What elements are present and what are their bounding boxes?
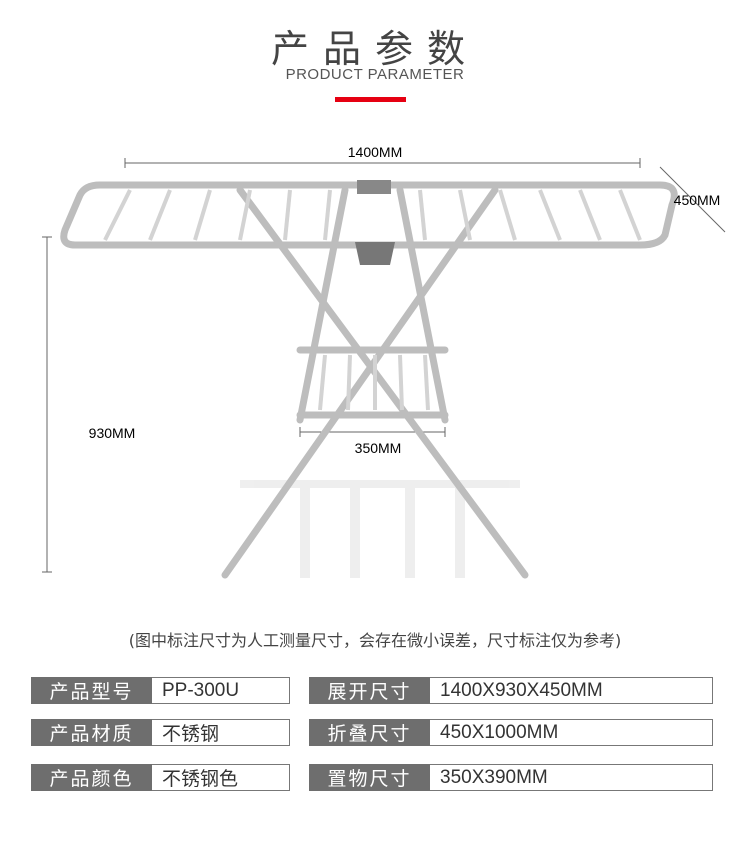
spec-label: 产品颜色 [31, 764, 152, 791]
spec-value: 450X1000MM [430, 719, 713, 746]
spec-row-folded-size: 折叠尺寸 450X1000MM [309, 719, 713, 746]
accent-bar [335, 97, 406, 102]
spec-value: PP-300U [152, 677, 290, 704]
spec-row-material: 产品材质 不锈钢 [31, 719, 290, 746]
spec-label: 产品型号 [31, 677, 152, 704]
rack-frame [60, 181, 678, 579]
spec-row-shelf-size: 置物尺寸 350X390MM [309, 764, 713, 791]
width-dimension: 1400MM [348, 144, 402, 160]
rack-rails [103, 189, 642, 411]
page-title: 产品参数 [270, 27, 479, 71]
height-dimension: 930MM [89, 425, 136, 441]
dimension-lines [42, 158, 726, 573]
shelf-dimension: 350MM [355, 440, 402, 456]
spec-label: 产品材质 [31, 719, 152, 746]
depth-dimension: 450MM [674, 192, 721, 208]
spec-label: 展开尺寸 [309, 677, 430, 704]
spec-label: 置物尺寸 [309, 764, 430, 791]
drying-rack-illustration: 1400MM 450MM 930MM 350MM [42, 144, 726, 579]
page-subtitle: PRODUCT PARAMETER [285, 66, 465, 83]
rack-reflection [240, 480, 520, 578]
spec-row-unfolded-size: 展开尺寸 1400X930X450MM [309, 677, 713, 704]
spec-value: 不锈钢色 [152, 764, 290, 791]
measurement-note: (图中标注尺寸为人工测量尺寸，会存在微小误差，尺寸标注仅为参考) [128, 631, 622, 650]
spec-value: 不锈钢 [152, 719, 290, 746]
spec-row-color: 产品颜色 不锈钢色 [31, 764, 290, 791]
top-hinge [357, 180, 391, 194]
spec-row-model: 产品型号 PP-300U [31, 677, 290, 704]
spec-label: 折叠尺寸 [309, 719, 430, 746]
spec-value: 350X390MM [430, 764, 713, 791]
spec-value: 1400X930X450MM [430, 677, 713, 704]
hinge-plate [355, 242, 395, 265]
